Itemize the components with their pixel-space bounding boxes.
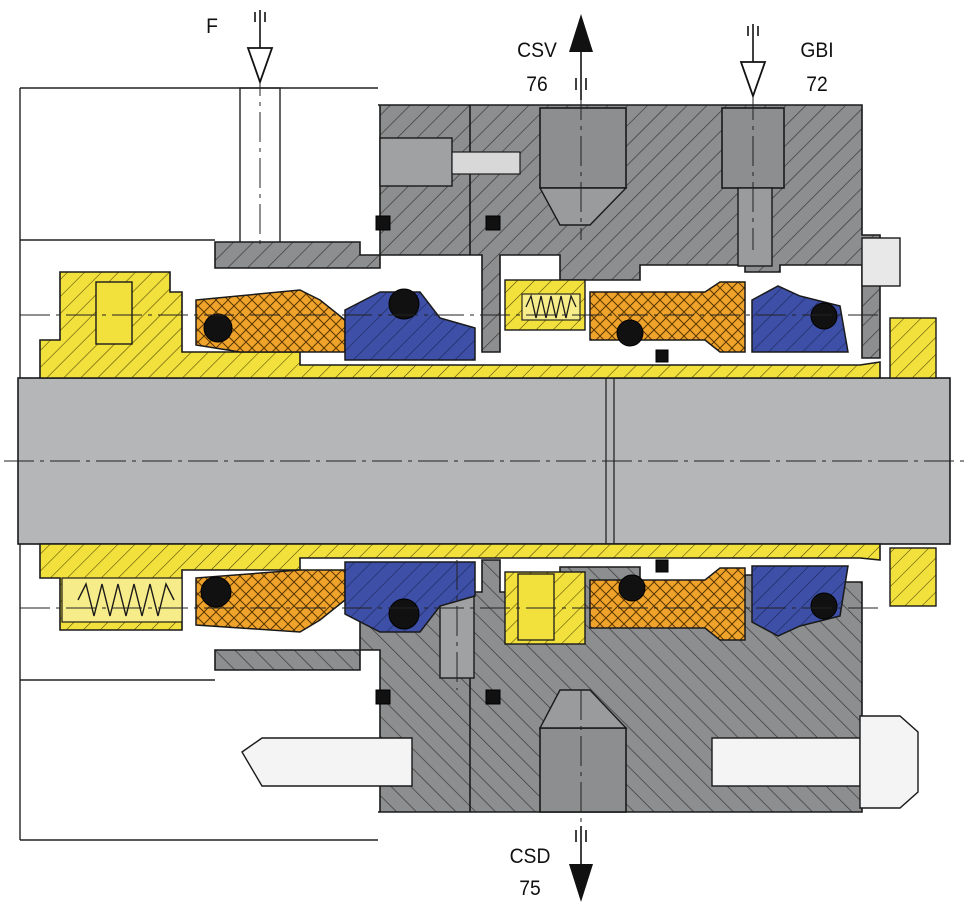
- center-lines: [4, 20, 966, 835]
- o-rings: [200, 215, 838, 705]
- label-gbi-name: GBI: [800, 39, 834, 62]
- set-screw-right-upper: [889, 317, 937, 379]
- gbi-port-passage: [737, 187, 773, 267]
- stud-right: [711, 737, 861, 787]
- o-ring-6: [388, 598, 420, 630]
- label-gbi-number: 72: [806, 73, 828, 96]
- o-ring-sq-4: [485, 689, 501, 705]
- o-ring-5: [200, 576, 232, 608]
- label-csd-number: 75: [519, 877, 541, 900]
- o-ring-sq-6: [655, 559, 669, 573]
- bolt-head-right-upper: [861, 237, 901, 287]
- csd-port-lower: [539, 727, 627, 813]
- label-csd-name: CSD: [509, 845, 551, 868]
- cap-screw-shank-upper: [451, 151, 521, 175]
- carbon-ring-outboard-upper: [589, 281, 746, 353]
- carbon-ring-inboard-lower: [195, 569, 346, 633]
- stationary-seat-inboard-upper: [344, 291, 476, 361]
- o-ring-3: [616, 319, 644, 347]
- spring-outboard-upper: [525, 293, 577, 319]
- stud-left: [241, 737, 413, 787]
- o-ring-sq-5: [655, 349, 669, 363]
- o-ring-2: [388, 288, 420, 320]
- o-ring-7: [618, 574, 646, 602]
- o-ring-sq-1: [375, 215, 391, 231]
- label-f: F: [206, 15, 218, 38]
- cap-screw-upper: [379, 137, 453, 187]
- csd-port-passage: [538, 689, 628, 729]
- set-screw-outboard-lower: [517, 573, 555, 641]
- o-ring-8: [810, 592, 838, 620]
- o-ring-1: [203, 313, 233, 343]
- set-screw-right-lower: [889, 547, 937, 607]
- csv-port-upper: [539, 107, 627, 189]
- o-ring-sq-2: [485, 215, 501, 231]
- nut-right: [859, 715, 919, 809]
- set-screw-upper: [95, 281, 133, 345]
- o-ring-sq-3: [375, 689, 391, 705]
- arrow-f: [246, 10, 274, 85]
- sleeve-lower: [39, 543, 881, 631]
- stationary-seat-inboard-lower: [344, 561, 476, 633]
- label-csv-number: 76: [526, 73, 548, 96]
- spring-lower: [77, 581, 175, 617]
- arrow-csd: [569, 826, 593, 902]
- arrow-csv: [569, 14, 593, 100]
- o-ring-4: [810, 302, 838, 330]
- label-csv-name: CSV: [517, 39, 557, 62]
- csv-port-passage: [538, 187, 628, 226]
- arrow-gbi: [739, 24, 767, 99]
